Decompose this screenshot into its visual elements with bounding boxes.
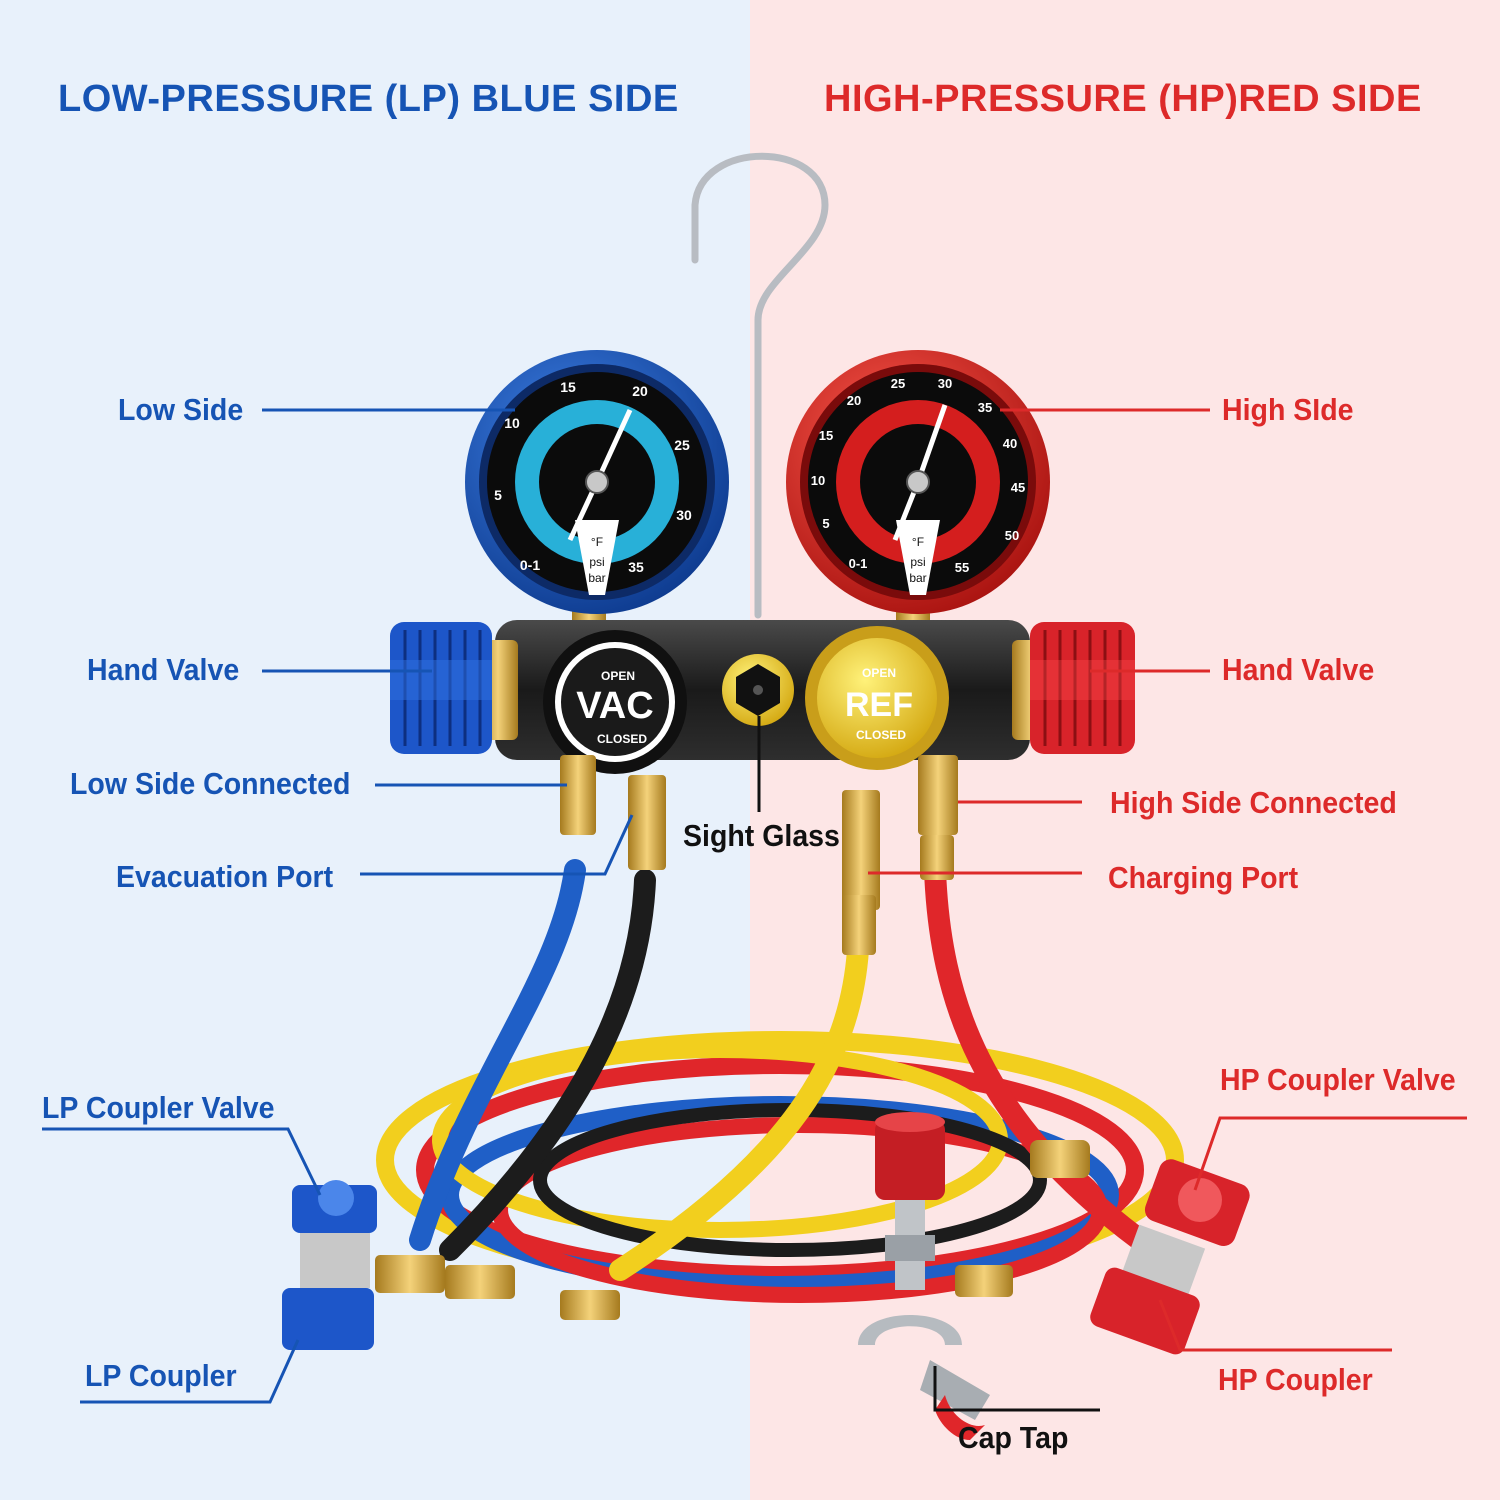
- hp-coupler-assembly: [955, 1140, 1250, 1355]
- vac-knob-text: VAC: [576, 685, 653, 727]
- red-hose: [924, 859, 1151, 1251]
- high-gauge-number: 15: [819, 428, 833, 443]
- right-hand-valve: [1030, 622, 1135, 754]
- callout-lines-red: [868, 408, 1467, 1352]
- hand-valve-right-label: Hand Valve: [1222, 652, 1375, 687]
- vac-knob: VAC OPEN CLOSED: [543, 630, 687, 774]
- high-gauge-unit-bar: bar: [909, 571, 926, 585]
- evacuation-port-callout: [360, 814, 634, 876]
- high-side-connected-label: High Side Connected: [1110, 785, 1397, 820]
- left-hand-valve: [390, 622, 492, 754]
- ref-knob-text: REF: [845, 686, 913, 724]
- low-gauge-unit-psi: psi: [589, 555, 604, 569]
- low-side-connected-label: Low Side Connected: [70, 766, 351, 801]
- high-gauge-number: 50: [1005, 528, 1019, 543]
- low-gauge-unit-f: °F: [591, 535, 603, 549]
- high-gauge-number: 40: [1003, 436, 1017, 451]
- high-gauge-number: 20: [847, 393, 861, 408]
- high-gauge-number: 45: [1011, 480, 1025, 495]
- low-gauge-number: 0-1: [520, 557, 540, 573]
- high-gauge-number: 5: [822, 516, 829, 531]
- vac-knob-open: OPEN: [601, 669, 635, 683]
- ref-knob: REF OPEN CLOSED: [805, 626, 949, 770]
- cap-tap-callout: [933, 1366, 1100, 1412]
- black-hose: [439, 869, 656, 1261]
- high-gauge-unit-f: °F: [912, 535, 924, 549]
- lp-coupler-callout: [80, 1339, 300, 1404]
- high-side-fitting: [918, 755, 958, 835]
- cap-tap-assembly: [858, 1112, 990, 1440]
- callout-lines-black: [757, 716, 1100, 1412]
- hp-side-heading: HIGH-PRESSURE (HP)RED SIDE: [824, 78, 1422, 120]
- hp-coupler-label: HP Coupler: [1218, 1362, 1373, 1397]
- low-side-gauge: 15 20 10 25 5 30 0-1 35 °F psi bar: [465, 350, 729, 630]
- hand-valve-left-label: Hand Valve: [87, 652, 240, 687]
- high-gauge-number: 0-1: [849, 556, 868, 571]
- low-gauge-number: 20: [632, 383, 648, 399]
- cap-tap-label: Cap Tap: [958, 1420, 1069, 1455]
- high-gauge-number: 55: [955, 560, 969, 575]
- sight-glass-label: Sight Glass: [683, 818, 840, 853]
- low-gauge-number: 30: [676, 507, 692, 523]
- hp-coupler-callout: [1158, 1299, 1392, 1352]
- high-side-fitting-2: [920, 835, 954, 880]
- lp-coupler-assembly: [282, 1180, 620, 1350]
- lp-coupler-valve-callout: [42, 1127, 322, 1196]
- charging-port-label: Charging Port: [1108, 860, 1299, 895]
- lp-coupler-label: LP Coupler: [85, 1358, 237, 1393]
- charging-fitting: [842, 790, 880, 910]
- high-gauge-number: 25: [891, 376, 905, 391]
- red-hose-coil-1: [416, 1056, 1144, 1284]
- high-gauge-unit-psi: psi: [910, 555, 925, 569]
- high-side-label: High SIde: [1222, 392, 1354, 427]
- vac-knob-closed: CLOSED: [597, 732, 647, 746]
- low-gauge-number: 15: [560, 379, 576, 395]
- low-gauge-number: 25: [674, 437, 690, 453]
- low-side-label: Low Side: [118, 392, 244, 427]
- low-gauge-unit-bar: bar: [588, 571, 605, 585]
- low-gauge-number: 5: [494, 487, 502, 503]
- high-gauge-number: 35: [978, 400, 992, 415]
- low-side-fitting: [560, 755, 596, 835]
- callout-lines-blue: [42, 408, 634, 1404]
- evacuation-fitting: [628, 775, 666, 870]
- low-gauge-number: 35: [628, 559, 644, 575]
- manifold-hoses: [409, 859, 1151, 1281]
- high-side-gauge: 25 30 20 35 15 40 10 45 5 50 0-1 55 °F p…: [786, 350, 1050, 630]
- high-gauge-number: 30: [938, 376, 952, 391]
- sight-glass: [722, 654, 794, 726]
- hp-coupler-valve-label: HP Coupler Valve: [1220, 1062, 1456, 1097]
- ref-knob-open: OPEN: [862, 666, 896, 680]
- port-fittings: [560, 755, 958, 955]
- lp-side-heading: LOW-PRESSURE (LP) BLUE SIDE: [58, 78, 679, 120]
- high-gauge-number: 10: [811, 473, 825, 488]
- low-gauge-number: 10: [504, 415, 520, 431]
- yellow-hose: [609, 939, 869, 1281]
- charging-fitting-2: [842, 895, 876, 955]
- lp-coupler-valve-label: LP Coupler Valve: [42, 1090, 275, 1125]
- hanger-hook: [691, 152, 829, 619]
- evacuation-port-label: Evacuation Port: [116, 859, 334, 894]
- ref-knob-closed: CLOSED: [856, 728, 906, 742]
- hp-coupler-valve-callout: [1193, 1116, 1467, 1191]
- blue-hose: [409, 859, 586, 1251]
